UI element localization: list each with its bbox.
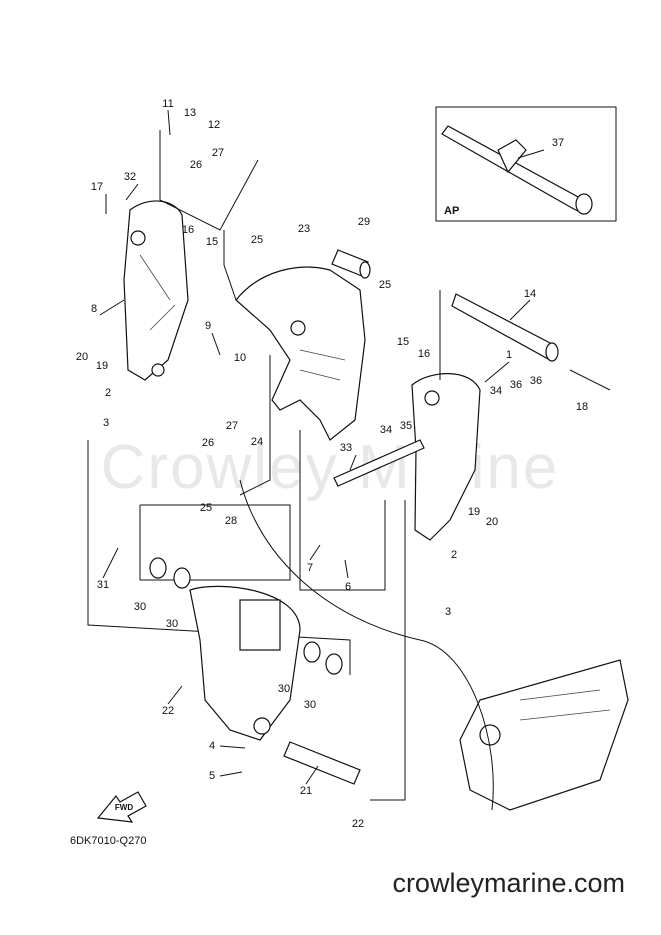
fwd-label: FWD <box>115 803 133 812</box>
bushings <box>149 557 343 675</box>
callout-20: 20 <box>76 351 88 363</box>
callout-22a: 22 <box>162 705 174 717</box>
callout-20b: 20 <box>486 516 498 528</box>
callout-2: 2 <box>105 387 111 399</box>
swivel-pin <box>331 249 371 279</box>
trim-unit <box>189 585 301 741</box>
callout-labels: 11 13 12 27 26 32 17 16 15 25 23 29 25 1… <box>76 98 588 830</box>
callout-25: 25 <box>251 234 263 246</box>
callout-7: 7 <box>307 562 313 574</box>
callout-23: 23 <box>298 223 310 235</box>
callout-31: 31 <box>97 579 109 591</box>
callout-15: 15 <box>206 236 218 248</box>
callout-26b: 26 <box>202 437 214 449</box>
callout-26: 26 <box>190 159 202 171</box>
callout-25b: 25 <box>379 279 391 291</box>
callout-1: 1 <box>506 349 512 361</box>
ap-inset: AP 37 <box>435 106 617 222</box>
callout-16b: 16 <box>418 348 430 360</box>
callout-21: 21 <box>300 785 312 797</box>
callout-12: 12 <box>208 119 220 131</box>
callout-32: 32 <box>124 171 136 183</box>
ap-label: AP <box>444 205 459 217</box>
callout-5: 5 <box>209 770 215 782</box>
swivel-bracket <box>235 266 366 441</box>
callout-30a: 30 <box>134 601 146 613</box>
callout-30d: 30 <box>304 699 316 711</box>
callout-3: 3 <box>103 417 109 429</box>
callout-10: 10 <box>234 352 246 364</box>
cable <box>239 479 494 811</box>
callout-36a: 36 <box>510 379 522 391</box>
pin-21 <box>283 741 361 785</box>
clamp-bracket-left <box>123 200 189 381</box>
callout-34a: 34 <box>490 385 502 397</box>
callout-30b: 30 <box>166 618 178 630</box>
lower-case <box>459 659 629 811</box>
callout-14: 14 <box>524 288 536 300</box>
fwd-arrow-icon: FWD <box>96 791 147 823</box>
callout-35: 35 <box>400 420 412 432</box>
callout-11: 11 <box>162 98 173 110</box>
callout-24: 24 <box>251 436 263 448</box>
callout-6: 6 <box>345 581 351 593</box>
callout-17: 17 <box>91 181 103 193</box>
callout-13: 13 <box>184 107 196 119</box>
footer-website-text: crowleymarine.com <box>392 868 625 898</box>
assembly-frames <box>87 130 441 801</box>
reference-code: 6DK7010-Q270 <box>70 835 146 847</box>
callout-16: 16 <box>182 224 194 236</box>
callout-15b: 15 <box>397 336 409 348</box>
callout-2b: 2 <box>451 549 457 561</box>
callout-28: 28 <box>225 515 237 527</box>
callout-34b: 34 <box>380 424 392 436</box>
callout-4: 4 <box>209 740 215 752</box>
watermark-text: Crowley Marine <box>101 433 560 502</box>
callout-18: 18 <box>576 401 588 413</box>
callout-9: 9 <box>205 320 211 332</box>
tilt-tube <box>451 293 611 391</box>
callout-19: 19 <box>96 360 108 372</box>
callout-33: 33 <box>340 442 352 454</box>
bolt-33 <box>333 439 425 487</box>
callout-36b: 36 <box>530 375 542 387</box>
callout-29: 29 <box>358 216 370 228</box>
callout-37: 37 <box>552 137 564 149</box>
callout-27: 27 <box>212 147 224 159</box>
callout-22b: 22 <box>352 818 364 830</box>
leader-lines <box>99 109 531 785</box>
callout-3b: 3 <box>445 606 451 618</box>
footer-website: crowleymarine.com <box>0 868 661 899</box>
callout-8: 8 <box>91 303 97 315</box>
callout-30c: 30 <box>278 683 290 695</box>
clamp-bracket-right <box>411 373 481 541</box>
callout-19b: 19 <box>468 506 480 518</box>
callout-25c: 25 <box>200 502 212 514</box>
callout-27b: 27 <box>226 420 238 432</box>
